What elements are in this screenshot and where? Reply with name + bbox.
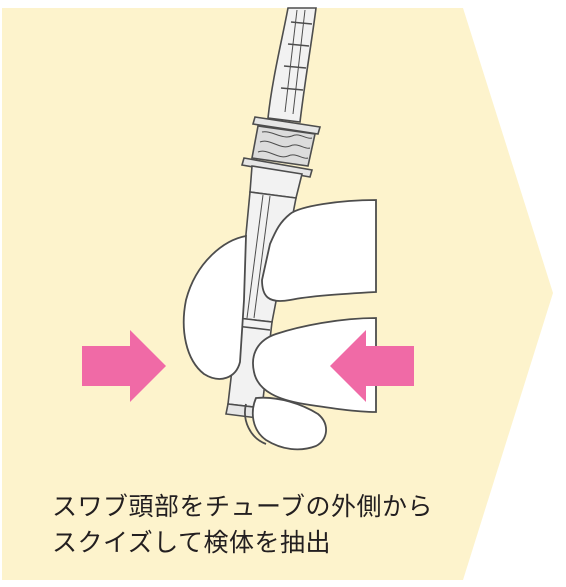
arrow-right-icon bbox=[82, 330, 166, 402]
caption-line-2: スクイズして検体を抽出 bbox=[52, 528, 332, 557]
hand bbox=[182, 199, 377, 451]
caption-line-1: スワブ頭部をチューブの外側から bbox=[52, 492, 434, 521]
instruction-caption: スワブ頭部をチューブの外側から スクイズして検体を抽出 bbox=[52, 489, 492, 561]
arrow-left-icon bbox=[330, 330, 414, 402]
